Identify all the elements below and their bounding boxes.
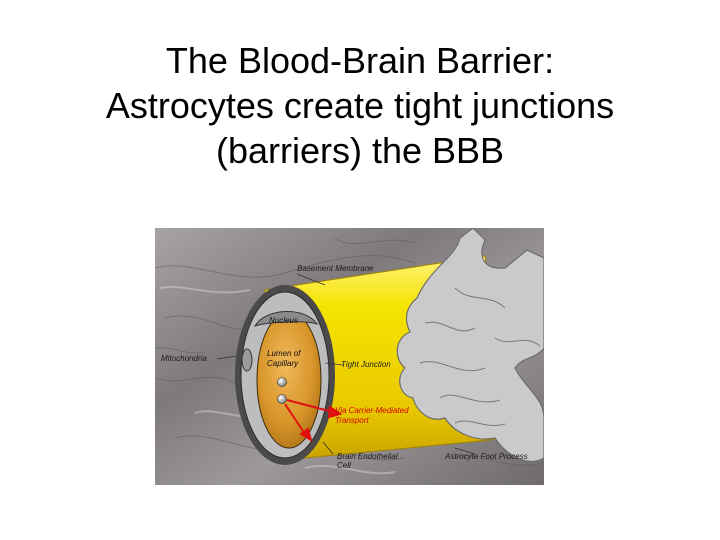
label-endothelial-line-2: Cell bbox=[337, 461, 351, 470]
carrier-molecule-1 bbox=[277, 377, 287, 387]
title-line-3: (barriers) the BBB bbox=[215, 130, 505, 171]
label-leaders bbox=[216, 273, 476, 455]
label-lumen-line-2: Capillary bbox=[267, 359, 299, 368]
nucleus-shape bbox=[253, 311, 319, 327]
astrocyte-folds bbox=[419, 287, 541, 426]
label-lumen-line-1: Lumen of bbox=[267, 349, 301, 358]
astrocyte-foot-process bbox=[396, 228, 544, 462]
label-carrier-line-1: Via Carrier-Mediated bbox=[335, 406, 409, 415]
carrier-molecule-2 bbox=[277, 394, 287, 404]
transport-arrows bbox=[284, 399, 343, 443]
label-mitochondria: Mitochondria bbox=[161, 354, 207, 363]
label-basement-membrane: Basement Membrane bbox=[297, 264, 374, 273]
mitochondrion bbox=[241, 348, 253, 372]
title-line-2: Astrocytes create tight junctions bbox=[105, 85, 615, 126]
bbb-diagram-svg: Basement Membrane Nucleus Mitochondria L… bbox=[155, 228, 544, 485]
label-carrier-line-2: Transport bbox=[335, 416, 369, 425]
label-tight-junction: Tight Junction bbox=[341, 360, 391, 369]
label-nucleus: Nucleus bbox=[269, 316, 298, 325]
label-astrocyte-foot-process: Astrocyte Foot Process bbox=[444, 452, 528, 461]
label-endothelial-line-1: Brain Endothelial bbox=[337, 452, 398, 461]
capillary-lumen bbox=[256, 311, 322, 449]
title-line-1: The Blood-Brain Barrier: bbox=[165, 40, 555, 81]
slide-title: The Blood-Brain Barrier: Astrocytes crea… bbox=[40, 38, 680, 173]
bbb-diagram: Basement Membrane Nucleus Mitochondria L… bbox=[155, 228, 544, 485]
